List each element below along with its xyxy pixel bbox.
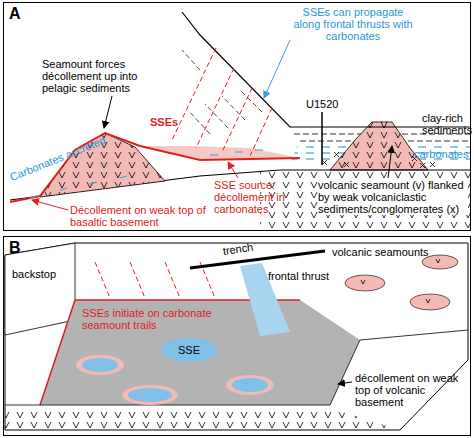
annotation-label: carbonates	[414, 148, 472, 160]
backstop-face	[5, 243, 75, 335]
annotation-label: volcanic seamounts	[332, 246, 442, 258]
node-text: SSE	[178, 344, 200, 356]
annotation-label: SSEs	[150, 116, 190, 128]
thrust-fault	[172, 48, 272, 156]
leader-line	[338, 382, 352, 384]
annotation-label: volcanic seamount (v) flanked by weak vo…	[318, 179, 468, 215]
basement-pattern	[5, 408, 400, 430]
leader-line	[228, 162, 238, 178]
leader-line	[388, 146, 392, 178]
annotation-label: SSEs initiate on carbonate seamount trai…	[82, 307, 212, 331]
annotation-label: décollement on weak top of volcanic base…	[355, 372, 467, 408]
sse-patch	[128, 388, 172, 402]
leader-line	[104, 96, 112, 128]
sse-patch	[232, 378, 268, 392]
volcanic-basement	[260, 170, 470, 229]
annotation-label: clay-rich sediments	[422, 112, 472, 136]
block-outline	[5, 243, 468, 430]
annotation-label: SSEs can propagate along frontal thrusts…	[288, 6, 418, 42]
annotation-label: frontal thrust	[268, 270, 348, 282]
panel-letter: A	[9, 5, 21, 23]
leader-line	[264, 40, 290, 98]
ellipse-fill	[161, 338, 217, 362]
annotation-label: backstop	[12, 268, 72, 280]
sse-ellipse: SSE	[160, 337, 218, 363]
wedge-layering	[182, 50, 262, 134]
seamount-trail	[76, 355, 124, 375]
seamount-trail	[122, 385, 178, 405]
annotation-label: U1520	[306, 98, 346, 110]
seamount	[345, 275, 385, 291]
annotation-label: Seamount forces décollement up into pela…	[42, 58, 167, 94]
annotation-label: SSE source: décollement in carbonates	[214, 179, 314, 215]
trench-line	[190, 251, 325, 268]
seamount	[410, 294, 450, 310]
decollement-plane	[40, 300, 360, 405]
panel-letter: B	[9, 239, 21, 257]
leader-line	[32, 200, 68, 210]
seamount-trail	[226, 375, 274, 395]
sse-patch	[82, 358, 118, 372]
annotation-label: Décollement on weak top of basaltic base…	[70, 204, 210, 228]
volcanic-marks	[361, 259, 440, 303]
drill-site	[321, 112, 323, 165]
